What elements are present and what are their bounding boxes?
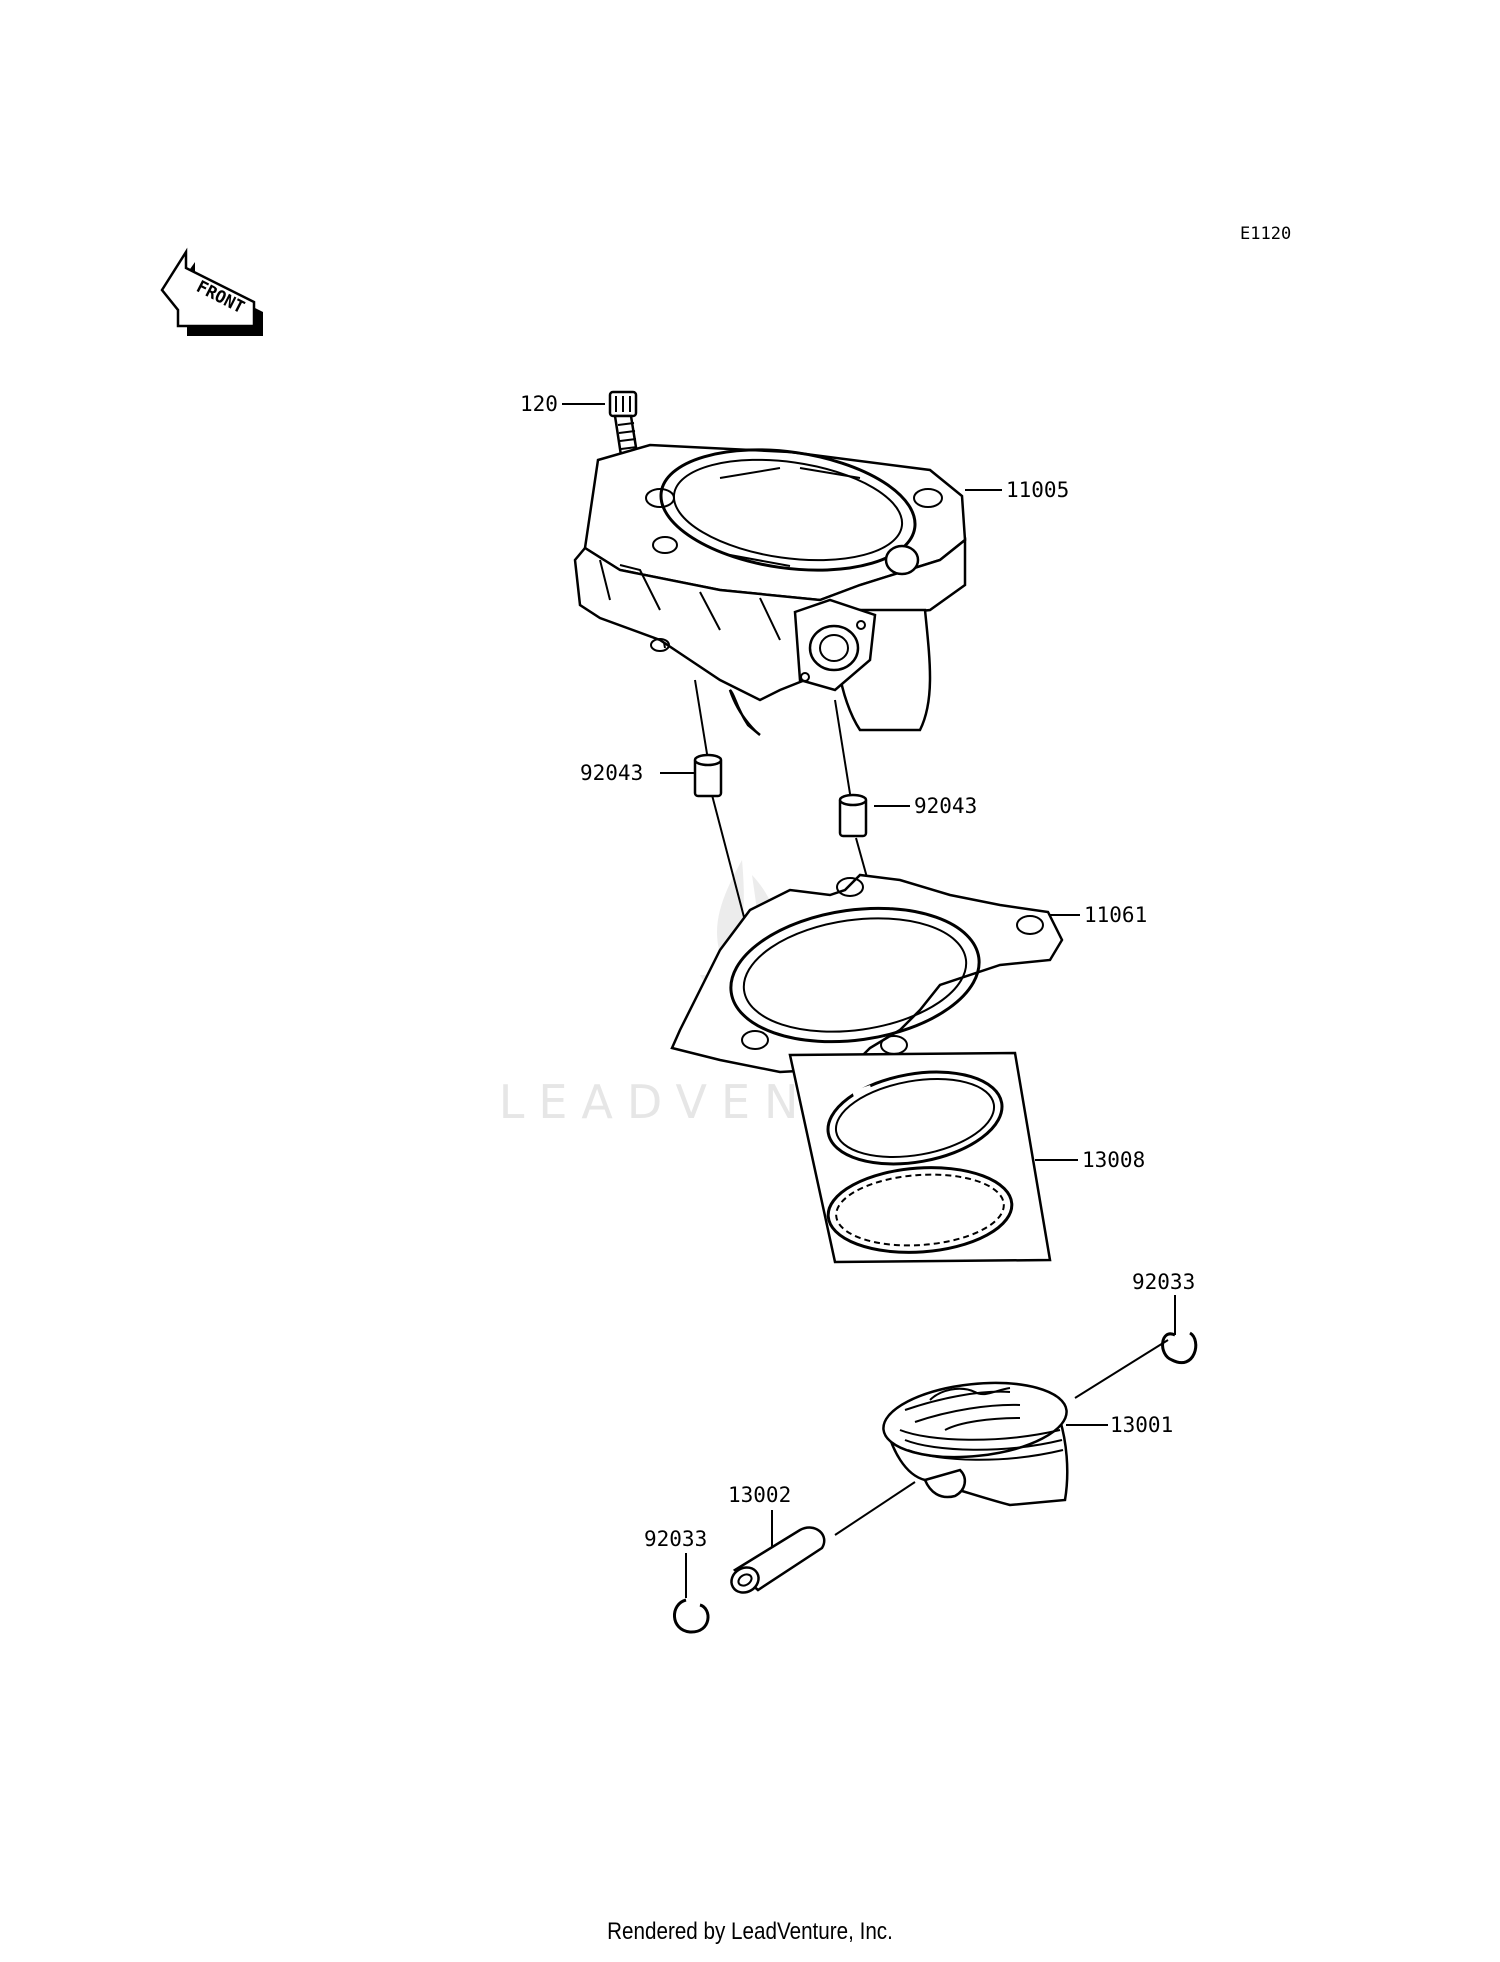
label-92043-left: 92043	[580, 761, 643, 785]
dowel-92043-left	[693, 753, 723, 798]
label-11061: 11061	[1084, 903, 1147, 927]
label-13001: 13001	[1110, 1413, 1173, 1437]
circlip-92033-left	[673, 1598, 710, 1634]
label-11005: 11005	[1006, 478, 1069, 502]
dowel-92043-right	[838, 793, 868, 838]
label-92033-left: 92033	[644, 1527, 707, 1551]
circlip-92033-right	[1161, 1331, 1198, 1364]
footer-credit: Rendered by LeadVenture, Inc.	[607, 1918, 893, 1945]
label-120: 120	[520, 392, 558, 416]
label-13002: 13002	[728, 1483, 791, 1507]
ring-set-13008	[788, 1051, 1052, 1264]
label-13008: 13008	[1082, 1148, 1145, 1172]
label-92033-right: 92033	[1132, 1270, 1195, 1294]
piston-13001	[882, 1381, 1069, 1507]
cylinder-11005	[573, 443, 967, 736]
label-92043-right: 92043	[914, 794, 977, 818]
piston-pin-13002	[730, 1526, 826, 1594]
diagram-code: E1120	[1240, 224, 1291, 244]
front-arrow-icon: FRONT	[160, 247, 263, 336]
